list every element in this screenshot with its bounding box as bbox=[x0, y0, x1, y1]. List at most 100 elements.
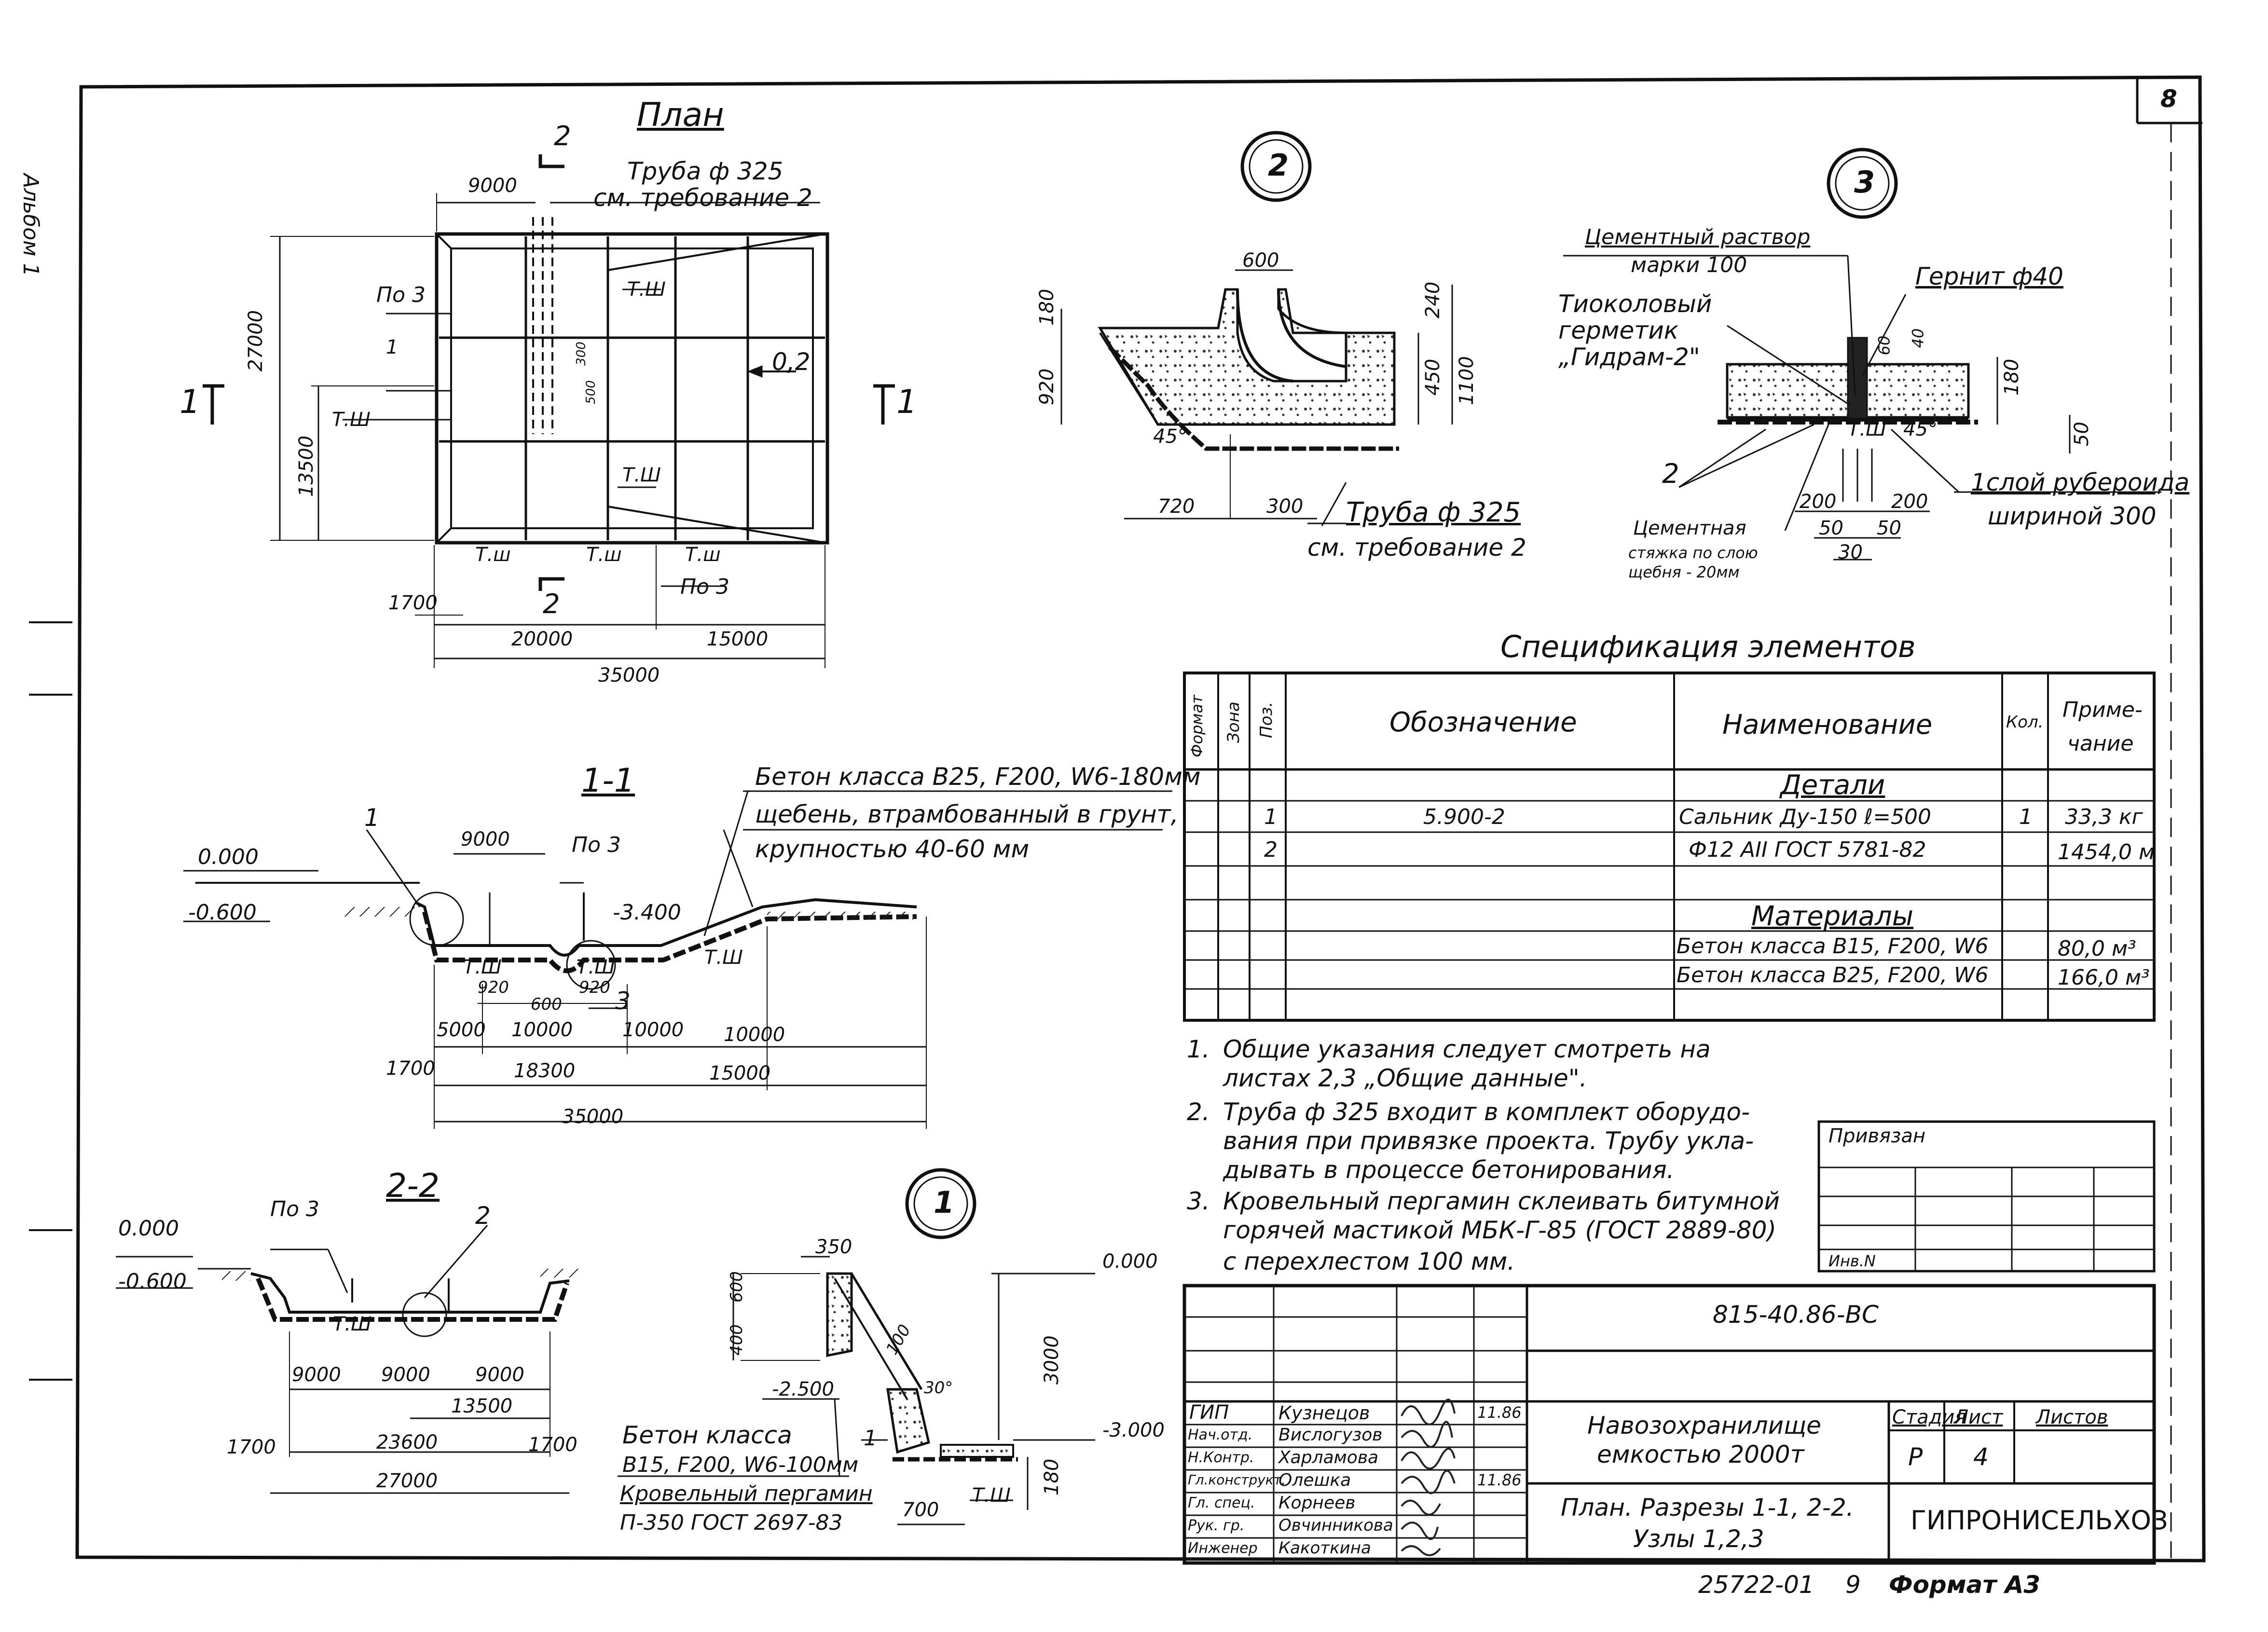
plan-pos1: 1 bbox=[386, 336, 399, 358]
node1-pos1: 1 bbox=[864, 1426, 877, 1451]
plan-section-mark-1-right: 1 bbox=[896, 383, 918, 421]
spec-header-pos: Поз. bbox=[1257, 701, 1276, 738]
binding-label: Привязан bbox=[1828, 1125, 1926, 1147]
section11-concrete-1: Бетон класса В25, F200, W6-180мм bbox=[755, 763, 1201, 791]
drawing-name-1: План. Разрезы 1-1, 2-2. bbox=[1561, 1494, 1854, 1522]
spec-header-zone: Зона bbox=[1224, 701, 1243, 743]
node1-dim-3000: 3000 bbox=[1041, 1335, 1063, 1385]
role-6: Рук. гр. bbox=[1188, 1517, 1245, 1534]
binding-inv: Инв.N bbox=[1828, 1252, 1876, 1270]
section11-dim-35000: 35000 bbox=[562, 1106, 624, 1128]
section22-pos2: 2 bbox=[475, 1202, 491, 1230]
node2-dim-1100: 1100 bbox=[1456, 356, 1478, 405]
node3-dim-200-left: 200 bbox=[1800, 491, 1837, 513]
stage-header: Стадия bbox=[1892, 1406, 1966, 1428]
node3-sealant-2: герметик bbox=[1558, 316, 1679, 344]
signatures bbox=[1401, 1399, 1456, 1556]
node3-screed-2: стяжка по слою bbox=[1628, 544, 1758, 562]
sheets-header: Листов bbox=[2036, 1406, 2108, 1428]
name-6: Овчинникова bbox=[1278, 1516, 1393, 1535]
section11-pos3: По 3 bbox=[572, 833, 621, 857]
section22-dim-27000: 27000 bbox=[376, 1470, 438, 1492]
section22-level-0: 0.000 bbox=[118, 1216, 179, 1241]
node3-dim-60: 60 bbox=[1875, 335, 1894, 356]
note2-line1: Труба ф 325 входит в комплект оборудо- bbox=[1223, 1098, 1750, 1126]
node1-dim-400: 400 bbox=[727, 1324, 746, 1356]
binding-box bbox=[1817, 1120, 2156, 1273]
section22-pos3: По 3 bbox=[270, 1197, 319, 1221]
name-2: Вислогузов bbox=[1278, 1425, 1383, 1445]
section11-dim-15000: 15000 bbox=[709, 1062, 771, 1084]
note2-line2: вания при привязке проекта. Трубу укла- bbox=[1223, 1127, 1754, 1155]
name-5: Корнеев bbox=[1278, 1493, 1356, 1513]
node1-level-m30: -3.000 bbox=[1102, 1419, 1165, 1441]
organization: ГИПРОНИСЕЛЬХОЗ bbox=[1911, 1505, 2168, 1536]
note3-line3: с перехлестом 100 мм. bbox=[1223, 1248, 1515, 1275]
note3-line1: Кровельный пергамин склеивать битумной bbox=[1223, 1187, 1780, 1215]
node2-pipe-note: см. требование 2 bbox=[1307, 534, 1526, 562]
node3-number: 3 bbox=[1854, 165, 1875, 200]
node1-concrete-2: В15, F200, W6-100мм bbox=[622, 1453, 859, 1477]
section11-concrete-2: щебень, втрамбованный в грунт, bbox=[755, 800, 1179, 828]
node1-tsh: Т.Ш bbox=[972, 1484, 1011, 1507]
section11-level-0: 0.000 bbox=[198, 845, 259, 869]
node2-dim-180: 180 bbox=[1036, 288, 1058, 326]
node1-level-0: 0.000 bbox=[1102, 1250, 1158, 1273]
node1-level-m25: -2.500 bbox=[772, 1378, 834, 1400]
spec-row4-name: Бетон класса В25, F200, W6 bbox=[1677, 963, 1989, 987]
node1-dim-350: 350 bbox=[815, 1236, 852, 1258]
node3-angle: 45° bbox=[1903, 418, 1938, 440]
plan-pos3-bottom: По 3 bbox=[680, 575, 729, 599]
section11-pos1: 1 bbox=[364, 804, 380, 832]
section22-dim-1700a: 1700 bbox=[227, 1436, 276, 1458]
node2-dim-720: 720 bbox=[1158, 495, 1195, 518]
spec-header-designation: Обозначение bbox=[1389, 707, 1577, 738]
spec-table-grid bbox=[1183, 672, 2156, 1022]
spec-row1-name: Сальник Ду-150 ℓ=500 bbox=[1679, 805, 1931, 829]
spec-header-note-2: чание bbox=[2067, 731, 2134, 756]
node3-gernit: Гернит ф40 bbox=[1915, 262, 2063, 290]
spec-header-name: Наименование bbox=[1722, 709, 1933, 741]
name-7: Какоткина bbox=[1278, 1538, 1371, 1558]
node2-dim-920: 920 bbox=[1036, 368, 1058, 405]
section22-drawing bbox=[116, 1225, 584, 1494]
section22-dim-9000b: 9000 bbox=[381, 1364, 430, 1386]
role-1: ГИП bbox=[1189, 1401, 1229, 1424]
section11-tsh-3: Т.Ш bbox=[704, 946, 743, 969]
node3-mortar: Цементный раствор bbox=[1585, 225, 1811, 249]
name-3: Харламова bbox=[1278, 1448, 1379, 1467]
node1-angle: 30° bbox=[924, 1378, 953, 1398]
spec-section-materials: Материалы bbox=[1751, 901, 1913, 932]
section11-dim-1700: 1700 bbox=[386, 1057, 435, 1080]
sheet-header: Лист bbox=[1954, 1406, 2003, 1428]
name-1: Кузнецов bbox=[1278, 1402, 1370, 1424]
node2-drawing bbox=[1060, 131, 1453, 526]
section22-level-m06: -0.600 bbox=[118, 1269, 187, 1294]
date-a: 11.86 bbox=[1477, 1403, 1522, 1422]
object-name-2: емкостью 2000т bbox=[1597, 1440, 1804, 1468]
node2-dim-300: 300 bbox=[1266, 495, 1304, 518]
sheet-number: 8 bbox=[2160, 85, 2177, 113]
node3-mortar-grade: марки 100 bbox=[1631, 253, 1747, 277]
plan-dim-15000: 15000 bbox=[707, 628, 769, 650]
plan-tsh-bottom-2: Т.ш bbox=[586, 544, 622, 566]
plan-tsh-lower: Т.Ш bbox=[622, 464, 661, 486]
plan-tsh-left: Т.Ш bbox=[332, 409, 371, 431]
inventory-number: 25722-01 bbox=[1698, 1571, 1814, 1599]
spec-row1-qty: 1 bbox=[2019, 805, 2033, 829]
section11-node3: 3 bbox=[615, 987, 631, 1015]
section22-dim-9000a: 9000 bbox=[292, 1364, 341, 1386]
node3-dim-200-right: 200 bbox=[1891, 491, 1928, 513]
section11-concrete-3: крупностью 40-60 мм bbox=[755, 835, 1030, 863]
plan-tsh-upper: Т.Ш bbox=[627, 278, 666, 301]
note2-line3: дывать в процессе бетонирования. bbox=[1223, 1156, 1675, 1184]
plan-pos3: По 3 bbox=[376, 283, 426, 307]
section11-drawing bbox=[183, 790, 1172, 1129]
name-4: Олешка bbox=[1278, 1470, 1351, 1490]
node3-dim-30: 30 bbox=[1838, 541, 1863, 563]
spec-row4-note: 166,0 м³ bbox=[2058, 965, 2150, 990]
spec-row2-name: Ф12 АII ГОСТ 5781-82 bbox=[1689, 837, 1926, 862]
node2-dim-600: 600 bbox=[1242, 249, 1279, 272]
note1-line2: листах 2,3 „Общие данные". bbox=[1223, 1064, 1587, 1092]
album-label: Альбом 1 bbox=[18, 174, 43, 277]
